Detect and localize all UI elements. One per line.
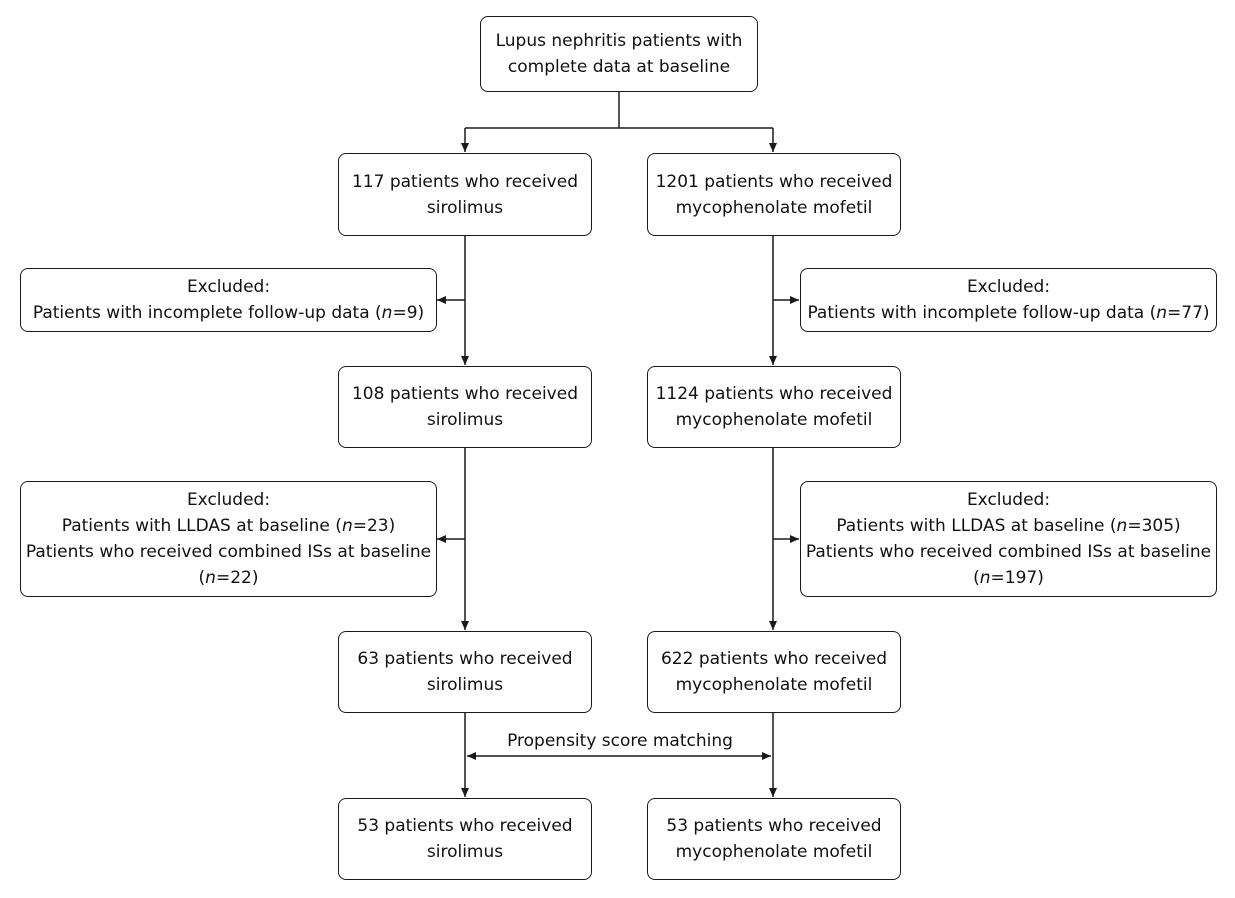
mmf-exclusion-1-box: Excluded: Patients with incomplete follo…	[800, 268, 1217, 332]
mmf-exclusion-2-count-b-line: (n=197)	[973, 568, 1044, 588]
mmf-exclusion-2-reason-a-line: Patients with LLDAS at baseline (n=305)	[836, 516, 1181, 536]
mmf-stage-4-line-2: mycophenolate mofetil	[675, 842, 873, 862]
mmf-stage-4-line-1: 53 patients who received	[666, 816, 882, 836]
mmf-exclusion-2-count-a: 305	[1141, 516, 1175, 536]
mmf-exclusion-2-reason-a: Patients with LLDAS at baseline	[836, 516, 1105, 536]
equals-sign: =	[1167, 303, 1182, 323]
mmf-stage-2-line-2: mycophenolate mofetil	[675, 410, 873, 430]
mmf-stage-3-line-2: mycophenolate mofetil	[675, 675, 873, 695]
equals-sign: =	[392, 303, 407, 323]
sirolimus-exclusion-2-reason-a: Patients with LLDAS at baseline	[61, 516, 330, 536]
sirolimus-stage-1-line-2: sirolimus	[426, 197, 504, 218]
n-symbol: n	[341, 516, 353, 536]
mmf-exclusion-1-reason-line: Patients with incomplete follow-up data …	[807, 303, 1210, 323]
sirolimus-stage-1-box: 117 patients who received sirolimus	[338, 153, 592, 236]
n-symbol: n	[381, 303, 393, 323]
sirolimus-stage-4-box: 53 patients who received sirolimus	[338, 798, 592, 880]
n-symbol: n	[1156, 303, 1168, 323]
mmf-stage-2-line-1: 1124 patients who received	[655, 384, 893, 404]
start-line-2: complete data at baseline	[507, 57, 731, 77]
equals-sign: =	[215, 568, 231, 588]
mmf-exclusion-2-heading: Excluded:	[966, 490, 1051, 510]
sirolimus-exclusion-2-count-a: 23	[366, 516, 389, 536]
sirolimus-exclusion-1-reason-line: Patients with incomplete follow-up data …	[32, 303, 425, 323]
mmf-exclusion-2-reason-b: Patients who received combined ISs at ba…	[805, 542, 1212, 562]
sirolimus-exclusion-2-count-b: 22	[230, 568, 252, 588]
mmf-stage-2-box: 1124 patients who received mycophenolate…	[647, 366, 901, 448]
sirolimus-stage-2-line-1: 108 patients who received	[351, 384, 578, 404]
mmf-exclusion-1-reason: Patients with incomplete follow-up data	[807, 303, 1145, 323]
sirolimus-stage-4-line-2: sirolimus	[426, 842, 504, 862]
mmf-exclusion-2-count-b: 197	[1004, 568, 1038, 588]
sirolimus-exclusion-2-reason-b: Patients who received combined ISs at ba…	[25, 542, 432, 562]
sirolimus-stage-1-line-1: 117 patients who received	[351, 171, 578, 192]
sirolimus-exclusion-1-box: Excluded: Patients with incomplete follo…	[20, 268, 437, 332]
mmf-stage-3-line-1: 622 patients who received	[660, 649, 887, 669]
sirolimus-stage-2-line-2: sirolimus	[426, 410, 504, 430]
mmf-stage-1-box: 1201 patients who received mycophenolate…	[647, 153, 901, 236]
sirolimus-stage-3-line-1: 63 patients who received	[357, 649, 573, 669]
propensity-score-matching-label: Propensity score matching	[507, 731, 733, 751]
sirolimus-stage-4-line-1: 53 patients who received	[357, 816, 573, 836]
n-symbol: n	[1116, 516, 1128, 536]
mmf-exclusion-1-heading: Excluded:	[966, 277, 1051, 297]
equals-sign: =	[352, 516, 367, 536]
equals-sign: =	[990, 568, 1005, 588]
n-symbol: n	[205, 568, 216, 588]
start-line-1: Lupus nephritis patients with	[495, 31, 743, 51]
sirolimus-exclusion-1-reason: Patients with incomplete follow-up data	[32, 303, 370, 323]
mmf-exclusion-1-count: 77	[1181, 303, 1203, 323]
sirolimus-stage-3-line-2: sirolimus	[426, 675, 504, 695]
sirolimus-exclusion-2-count-b-line: (n=22)	[198, 568, 259, 588]
sirolimus-exclusion-1-count: 9	[406, 303, 418, 323]
sirolimus-exclusion-2-reason-a-line: Patients with LLDAS at baseline (n=23)	[61, 516, 396, 536]
mmf-stage-4-box: 53 patients who received mycophenolate m…	[647, 798, 901, 880]
mmf-stage-3-box: 622 patients who received mycophenolate …	[647, 631, 901, 713]
sirolimus-stage-3-box: 63 patients who received sirolimus	[338, 631, 592, 713]
n-symbol: n	[979, 568, 991, 588]
start-box: Lupus nephritis patients with complete d…	[480, 16, 758, 92]
sirolimus-exclusion-1-heading: Excluded:	[186, 277, 271, 297]
mmf-exclusion-2-box: Excluded: Patients with LLDAS at baselin…	[800, 481, 1217, 597]
sirolimus-exclusion-2-box: Excluded: Patients with LLDAS at baselin…	[20, 481, 437, 597]
mmf-stage-1-line-1: 1201 patients who received	[655, 171, 893, 192]
mmf-stage-1-line-2: mycophenolate mofetil	[675, 197, 873, 218]
sirolimus-stage-2-box: 108 patients who received sirolimus	[338, 366, 592, 448]
sirolimus-exclusion-2-heading: Excluded:	[186, 490, 271, 510]
equals-sign: =	[1127, 516, 1142, 536]
